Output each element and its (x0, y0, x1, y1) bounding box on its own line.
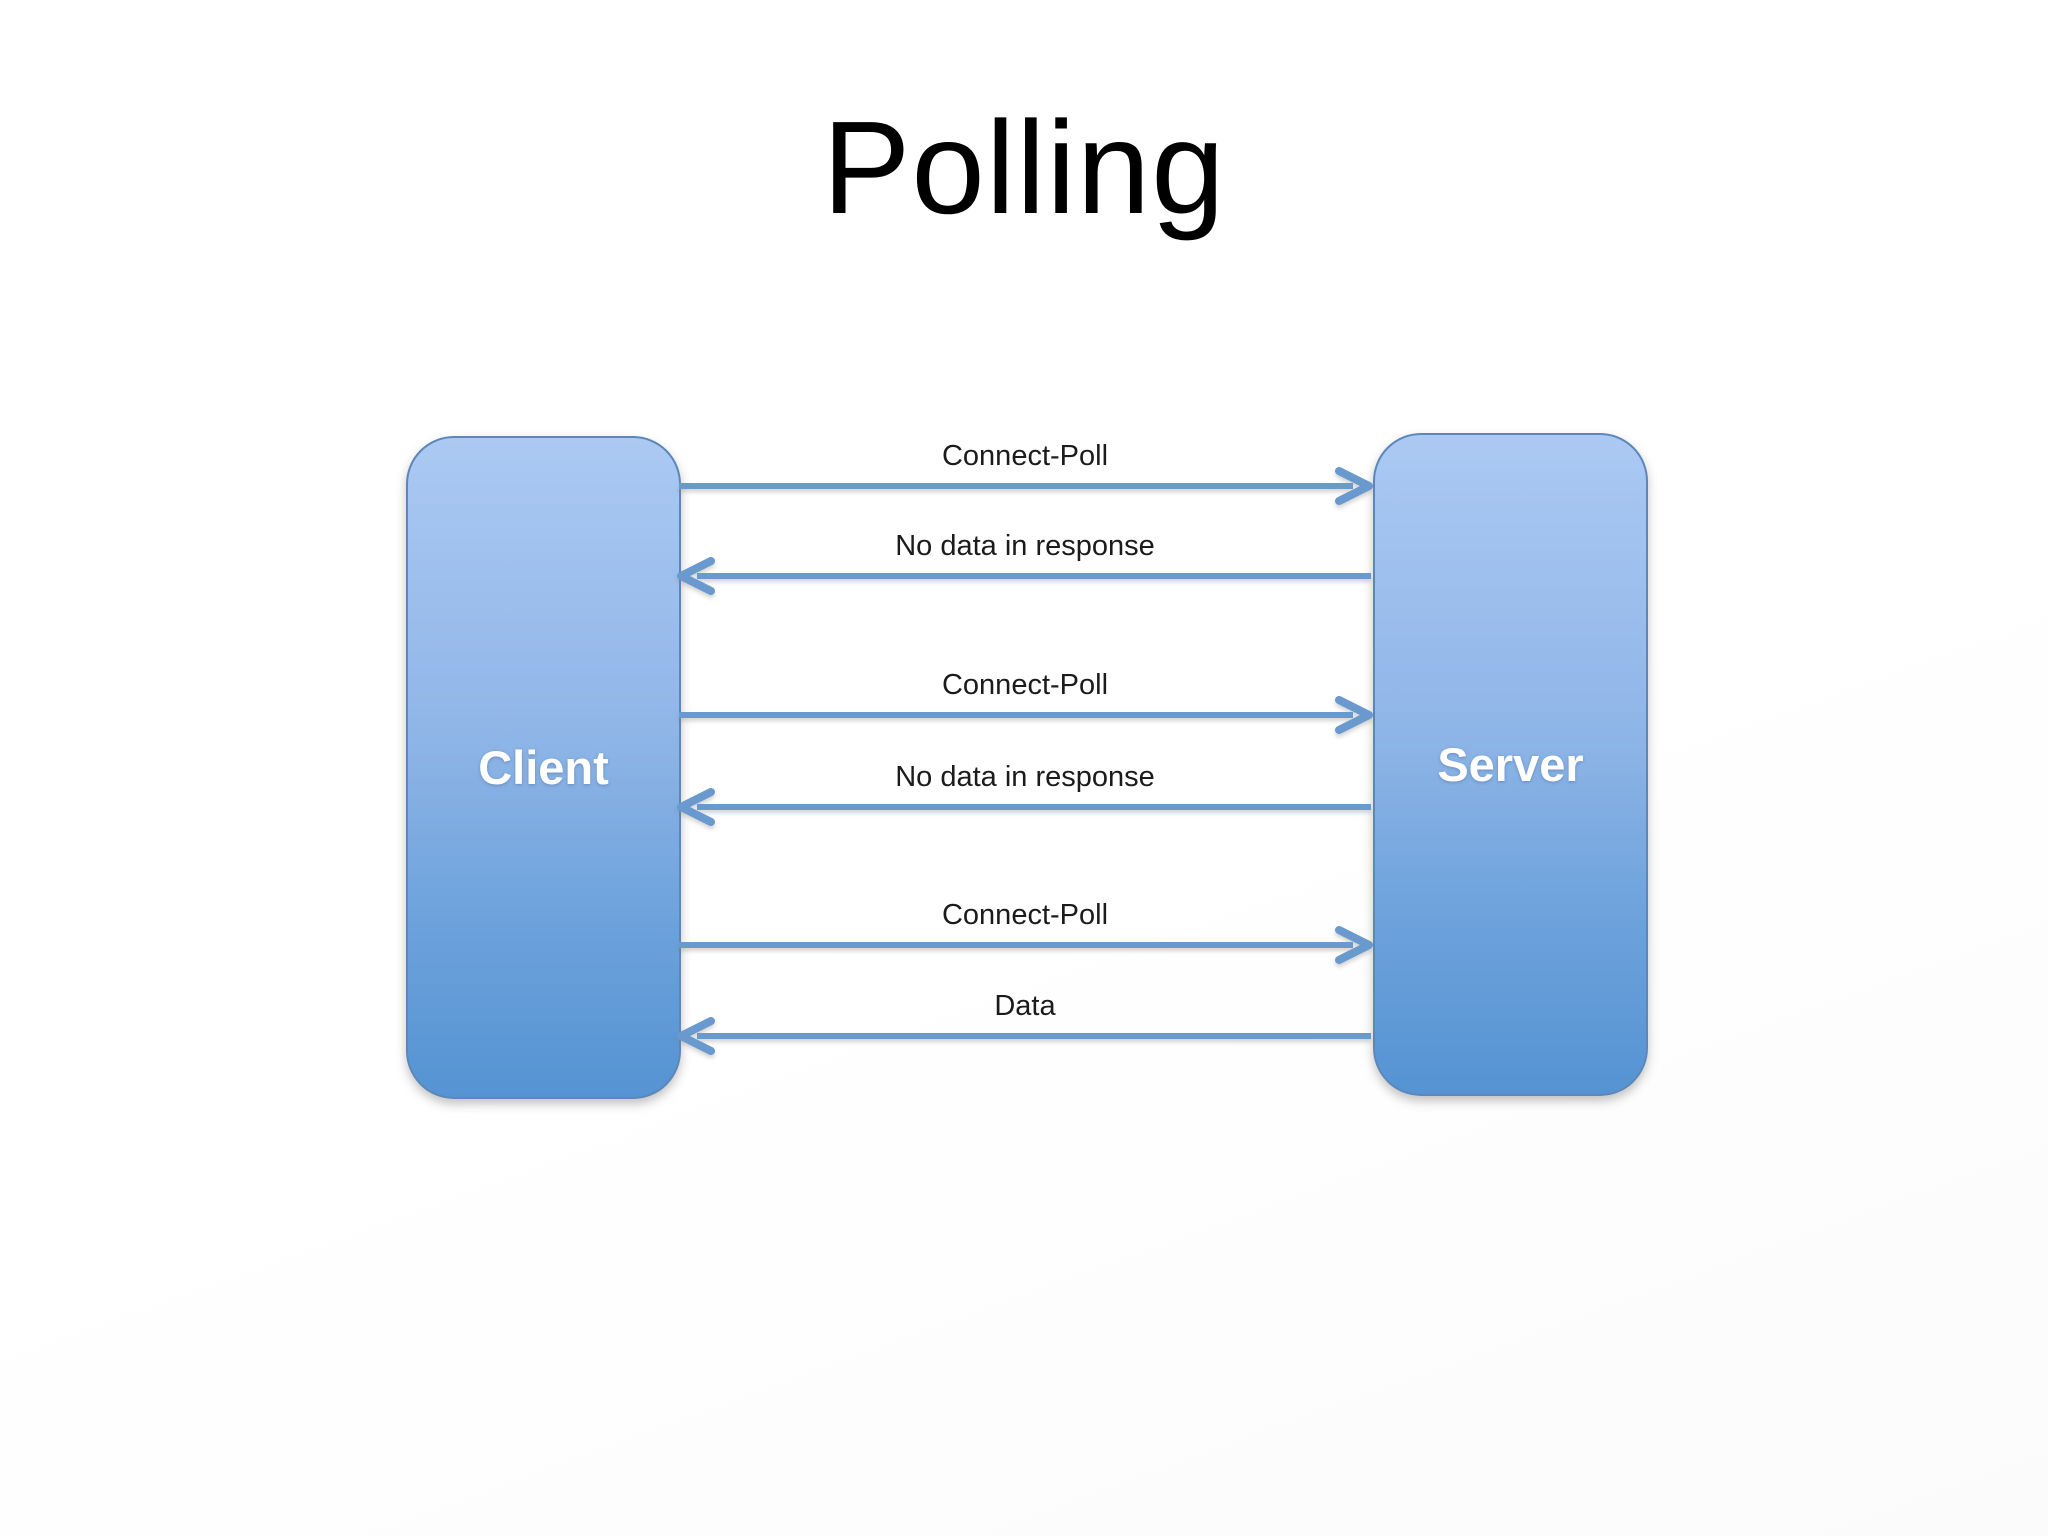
server-label: Server (1437, 738, 1584, 791)
client-label: Client (478, 741, 609, 794)
arrow-right-icon (679, 926, 1373, 964)
client-box: Client (406, 436, 681, 1099)
message-row: Connect-Poll (677, 895, 1373, 967)
message-label: Connect-Poll (941, 899, 1109, 931)
message-label: Data (994, 990, 1056, 1022)
message-row: Connect-Poll (677, 436, 1373, 508)
arrow-right-icon (679, 467, 1373, 505)
arrow-right-icon (679, 696, 1373, 734)
arrow-left-icon (677, 1017, 1371, 1055)
message-label: Connect-Poll (941, 440, 1109, 472)
message-label: Connect-Poll (941, 669, 1109, 701)
message-label: No data in response (895, 530, 1155, 562)
message-label: No data in response (895, 761, 1155, 793)
message-row: No data in response (677, 526, 1373, 598)
slide-title: Polling (822, 94, 1226, 241)
arrow-left-icon (677, 557, 1371, 595)
message-row: No data in response (677, 757, 1373, 829)
message-row: Data (677, 986, 1373, 1058)
server-box: Server (1373, 433, 1648, 1096)
message-row: Connect-Poll (677, 665, 1373, 737)
arrow-left-icon (677, 788, 1371, 826)
